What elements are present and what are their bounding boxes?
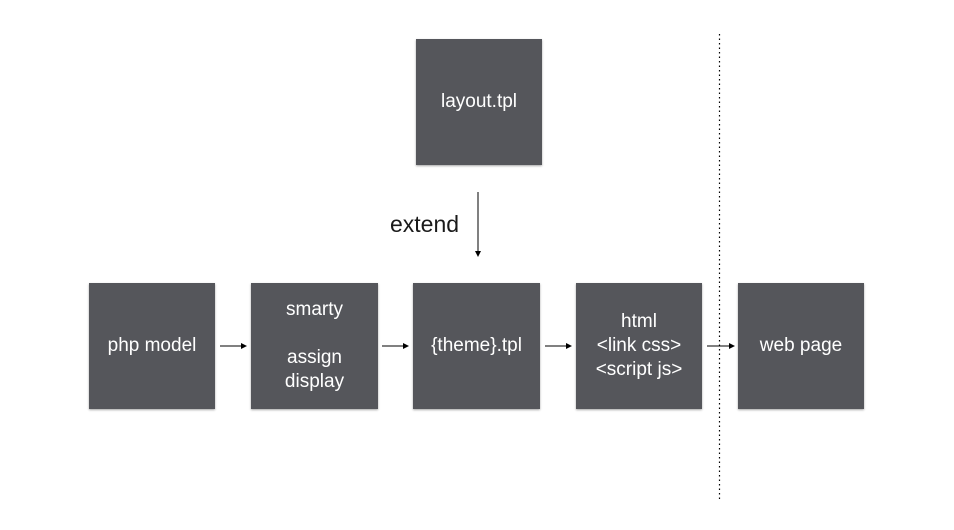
php-model-node: php model xyxy=(89,283,215,409)
php-model-label: php model xyxy=(107,335,197,356)
smarty-label: smarty xyxy=(286,299,343,320)
extend-label: extend xyxy=(390,211,460,237)
html-node: html <link css> <script js> xyxy=(576,283,702,409)
theme-tpl-node: {theme}.tpl xyxy=(413,283,540,409)
script-js-label: <script js> xyxy=(595,359,683,380)
layout-tpl-node: layout.tpl xyxy=(416,39,542,165)
smarty-assign-label: assign xyxy=(287,347,342,368)
smarty-display-label: display xyxy=(284,371,345,392)
theme-tpl-label: {theme}.tpl xyxy=(431,335,522,356)
html-label: html xyxy=(621,311,657,332)
link-css-label: <link css> xyxy=(596,335,682,356)
smarty-node: smarty assign display xyxy=(251,283,378,409)
web-page-node: web page xyxy=(738,283,864,409)
web-page-label: web page xyxy=(759,335,843,356)
layout-tpl-label: layout.tpl xyxy=(440,91,518,112)
